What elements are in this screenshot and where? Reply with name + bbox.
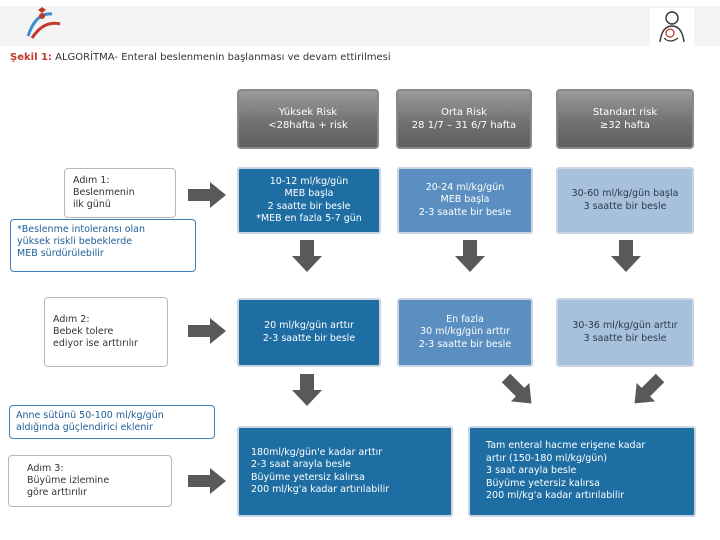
header-line: Yüksek Risk — [278, 107, 338, 118]
box-line: MEB başla — [440, 194, 490, 206]
step-1-box: Adım 1: Beslenmenin ilk günü — [64, 168, 176, 218]
box-line: 200 ml/kg'a kadar artırılabilir — [486, 490, 625, 502]
box-line: Tam enteral hacme erişene kadar — [486, 440, 646, 452]
box-line: 2 saatte bir besle — [267, 200, 351, 212]
figure-label: Şekil 1: — [10, 52, 52, 63]
box-line: 200 ml/kg'a kadar artırılabilir — [251, 484, 390, 495]
row2-medium-risk-box: En fazla 30 ml/kg/gün arttır 2-3 saatte … — [397, 298, 533, 367]
step-line: Adım 2: — [53, 314, 90, 325]
note-line: *Beslenme intoleransı olan — [17, 224, 146, 235]
note-fortifier: Anne sütünü 50-100 ml/kg/gün aldığında g… — [9, 405, 215, 439]
box-line: 30-60 ml/kg/gün başla — [571, 188, 679, 199]
box-line: 30 ml/kg/gün arttır — [420, 326, 510, 338]
header-standard-risk: Standart risk ≥32 hafta — [556, 89, 694, 149]
header-high-risk: Yüksek Risk <28hafta + risk — [237, 89, 379, 149]
note-line: aldığında güçlendirici eklenir — [16, 422, 153, 433]
header-medium-risk: Orta Risk 28 1/7 – 31 6/7 hafta — [396, 89, 532, 149]
block-arrow-icon — [188, 182, 226, 208]
block-arrow-icon — [292, 240, 322, 272]
step-line: göre arttırılır — [27, 487, 87, 498]
top-bar — [0, 6, 720, 46]
box-line: 3 saatte bir besle — [583, 332, 667, 344]
box-line: 2-3 saatte bir besle — [418, 206, 512, 218]
box-line: Büyüme yetersiz kalırsa — [251, 471, 365, 483]
row2-standard-risk-box: 30-36 ml/kg/gün arttır 3 saatte bir besl… — [556, 298, 694, 367]
box-line: *MEB en fazla 5-7 gün — [256, 213, 362, 224]
box-line: 20-24 ml/kg/gün — [425, 181, 505, 193]
step-line: Büyüme izlemine — [27, 475, 110, 486]
note-line: MEB sürdürülebilir — [17, 248, 104, 259]
step-line: ilk günü — [73, 199, 111, 210]
ministry-health-logo-icon — [26, 7, 61, 39]
box-line: 2-3 saat arayla besle — [251, 459, 351, 470]
row2-high-risk-box: 20 ml/kg/gün arttır 2-3 saatte bir besle — [237, 298, 381, 367]
box-line: artır (150-180 ml/kg/gün) — [486, 452, 608, 464]
step-line: Bebek tolere — [53, 326, 114, 337]
row1-standard-risk-box: 30-60 ml/kg/gün başla 3 saatte bir besle — [556, 167, 694, 234]
box-line: 30-36 ml/kg/gün arttır — [572, 320, 678, 331]
block-arrow-icon — [611, 240, 641, 272]
step-line: ediyor ise arttırılır — [53, 338, 138, 349]
box-line: 2-3 saatte bir besle — [418, 338, 512, 350]
block-arrow-icon — [292, 374, 322, 406]
note-line: yüksek riskli bebeklerde — [17, 236, 133, 247]
box-line: MEB başla — [284, 188, 334, 199]
box-line: 10-12 ml/kg/gün — [269, 175, 349, 187]
box-line: En fazla — [446, 313, 484, 325]
box-line: 3 saat arayla besle — [486, 465, 577, 477]
step-line: Beslenmenin — [73, 187, 135, 198]
header-line: 28 1/7 – 31 6/7 hafta — [411, 120, 517, 131]
block-arrow-icon — [455, 240, 485, 272]
block-arrow-icon — [188, 318, 226, 344]
row1-medium-risk-box: 20-24 ml/kg/gün MEB başla 2-3 saatte bir… — [397, 167, 533, 234]
header-line: <28hafta + risk — [268, 120, 348, 131]
figure-title: Şekil 1: ALGORİTMA- Enteral beslenmenin … — [10, 52, 391, 63]
box-line: Büyüme yetersiz kalırsa — [486, 477, 600, 489]
block-arrow-icon — [188, 468, 226, 494]
box-line: 2-3 saatte bir besle — [262, 332, 356, 344]
row1-high-risk-box: 10-12 ml/kg/gün MEB başla 2 saatte bir b… — [237, 167, 381, 234]
step-line: Adım 1: — [73, 175, 110, 186]
row3-medium-standard-box: Tam enteral hacme erişene kadar artır (1… — [468, 426, 696, 517]
box-line: 180ml/kg/gün'e kadar arttır — [251, 446, 383, 458]
note-intolerance: *Beslenme intoleransı olan yüksek riskli… — [10, 219, 196, 272]
figure-caption: ALGORİTMA- Enteral beslenmenin başlanmas… — [51, 52, 391, 63]
step-3-box: Adım 3: Büyüme izlemine göre arttırılır — [8, 455, 172, 507]
header-line: Standart risk — [592, 107, 658, 118]
header-line: Orta Risk — [441, 107, 487, 118]
note-line: Anne sütünü 50-100 ml/kg/gün — [16, 410, 164, 421]
block-arrow-icon — [501, 373, 532, 404]
row3-high-risk-box: 180ml/kg/gün'e kadar arttır 2-3 saat ara… — [237, 426, 453, 517]
box-line: 20 ml/kg/gün arttır — [264, 320, 354, 331]
step-2-box: Adım 2: Bebek tolere ediyor ise arttırıl… — [44, 297, 168, 367]
header-line: ≥32 hafta — [599, 120, 651, 131]
block-arrow-icon — [634, 373, 665, 404]
box-line: 3 saatte bir besle — [583, 200, 667, 212]
step-line: Adım 3: — [27, 463, 64, 474]
mother-baby-logo-icon — [650, 8, 694, 48]
